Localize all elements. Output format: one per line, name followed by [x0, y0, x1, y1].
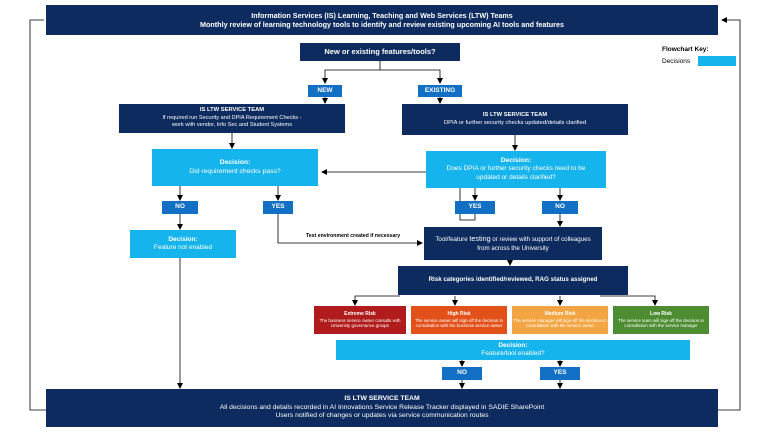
key-title: Flowchart Key:	[662, 46, 709, 53]
risk-medium-text: The service manager will sign-off the de…	[513, 317, 607, 329]
checks-yes-badge: YES	[263, 201, 293, 214]
key-decisions-swatch	[698, 56, 736, 66]
risk-high-text: The service owner will sign-off the deci…	[414, 317, 504, 329]
testing-box: Tool/feature testing or review with supp…	[424, 227, 602, 260]
dpia-no-badge: NO	[542, 201, 578, 214]
risk-assigned-text: Risk categories identified/reviewed, RAG…	[428, 276, 598, 284]
decision-enable-box: Decision: Feature/tool enabled?	[336, 340, 690, 360]
risk-assigned-box: Risk categories identified/reviewed, RAG…	[398, 266, 628, 295]
decision-checks-box: Decision: Did requirement checks pass?	[152, 149, 318, 186]
decision-dpia-box: Decision: Does DPIA or further security …	[426, 151, 606, 188]
not-enabled-box: Decision: Feature not enabled	[130, 230, 236, 258]
decision-dpia-line1: Does DPIA or further security checks nee…	[446, 165, 586, 173]
risk-low-title: Low Risk	[650, 311, 672, 318]
existing-team-line1: DPIA or further security checks updated/…	[443, 119, 587, 126]
header-box: Information Services (IS) Learning, Teac…	[46, 5, 718, 35]
decision-checks-question: Did requirement checks pass?	[189, 167, 281, 175]
testing-text-after: or review with support of colleagues	[490, 236, 591, 244]
risk-to-low	[600, 295, 658, 306]
loop-left-arrow	[29, 19, 46, 411]
branch-existing-label: EXISTING	[424, 86, 456, 94]
arrow-to-new	[322, 61, 381, 84]
enable-yes-label: YES	[553, 369, 567, 377]
risk-extreme-text: The business service owner consults with…	[319, 317, 401, 329]
new-team-line2: work with vendor, Info Sec and Student S…	[171, 122, 293, 129]
yes-to-testing	[277, 214, 423, 246]
branch-new-label: NEW	[317, 86, 333, 94]
decision-dpia-line2: updated or details clarified?	[476, 173, 556, 181]
risk-high-box: High Risk The service owner will sign-of…	[411, 306, 507, 334]
testing-text-before: Tool/feature	[435, 236, 470, 244]
risk-low-box: Low Risk The service team will sign-off …	[613, 306, 709, 334]
dpia-yes-label: YES	[468, 203, 482, 211]
decision-enable-question: Feature/tool enabled?	[481, 350, 545, 357]
new-team-box: IS LTW SERVICE TEAM If required run Secu…	[119, 104, 345, 133]
header-subtitle: Monthly review of learning technology to…	[200, 20, 564, 29]
existing-team-title: IS LTW SERVICE TEAM	[482, 111, 548, 118]
decision-enable-title: Decision:	[498, 341, 528, 349]
new-team-title: IS LTW SERVICE TEAM	[199, 107, 265, 114]
branch-new: NEW	[308, 85, 342, 97]
existing-team-box: IS LTW SERVICE TEAM DPIA or further secu…	[402, 104, 628, 135]
new-team-line1: If required run Security and DPIA Requir…	[162, 115, 302, 121]
testing-line2: from across the University	[477, 244, 549, 252]
final-box: IS LTW SERVICE TEAM All decisions and de…	[46, 389, 718, 427]
start-question-box: New or existing features/tools?	[300, 43, 460, 61]
dpia-yes-badge: YES	[455, 201, 495, 214]
final-line2: Users notified of changes or updates via…	[275, 412, 489, 420]
final-title: IS LTW SERVICE TEAM	[344, 394, 420, 402]
risk-extreme-box: Extreme Risk The business service owner …	[314, 306, 406, 334]
final-line1: All decisions and details recorded in AI…	[219, 403, 545, 411]
key-decisions-label: Decisions	[662, 58, 691, 65]
not-enabled-text: Feature not enabled	[153, 244, 213, 251]
enable-no-label: NO	[457, 369, 467, 377]
dpia-yes-loop	[321, 169, 476, 221]
enable-no-badge: NO	[442, 367, 482, 380]
test-env-label: Test environment created if necessary	[306, 233, 401, 239]
risk-medium-title: Medium Risk	[544, 311, 576, 318]
arrow-to-existing	[380, 69, 443, 84]
checks-yes-label: YES	[271, 203, 285, 211]
enable-yes-badge: YES	[540, 367, 580, 380]
header-title: Information Services (IS) Learning, Teac…	[251, 10, 513, 20]
risk-low-text: The service team will sign-off the decis…	[618, 317, 704, 329]
loop-right-arrow	[718, 17, 741, 411]
risk-high-title: High Risk	[447, 311, 471, 318]
testing-text-emph: testing	[469, 234, 491, 244]
not-enabled-title: Decision:	[168, 235, 198, 243]
decision-dpia-title: Decision:	[500, 156, 532, 164]
risk-to-extreme	[352, 295, 400, 306]
risk-extreme-title: Extreme Risk	[344, 311, 376, 318]
dpia-no-label: NO	[555, 203, 565, 211]
checks-no-label: NO	[175, 203, 185, 211]
branch-existing: EXISTING	[418, 85, 462, 97]
checks-no-badge: NO	[162, 201, 198, 214]
risk-medium-box: Medium Risk The service manager will sig…	[512, 306, 608, 334]
decision-checks-title: Decision:	[219, 158, 251, 166]
start-question: New or existing features/tools?	[324, 47, 436, 57]
